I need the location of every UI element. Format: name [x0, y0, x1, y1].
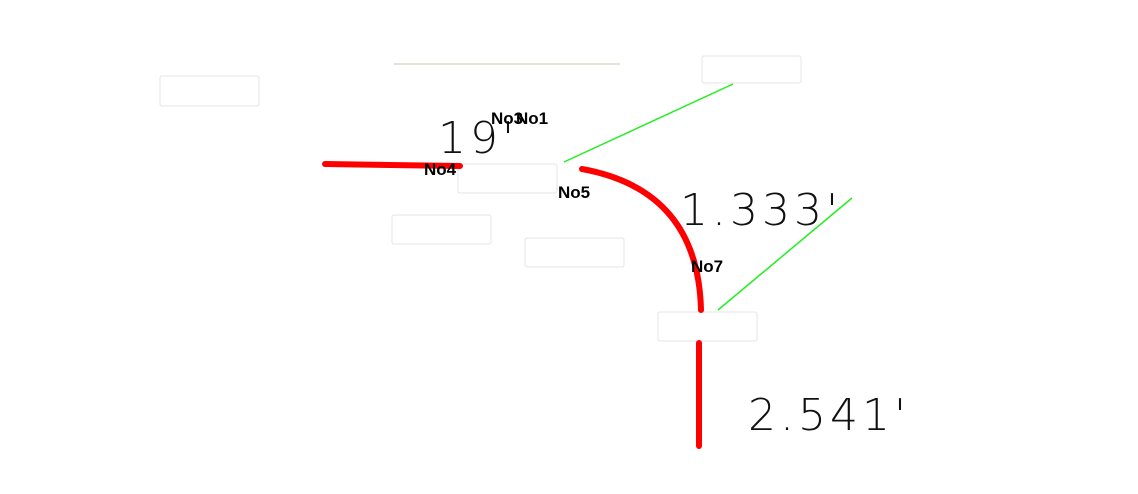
- blank-label-box: [657, 311, 758, 342]
- leader-line: [563, 83, 734, 163]
- blank-label-box: [701, 55, 802, 84]
- node-label-no7: No7: [691, 257, 723, 276]
- leader-line: [717, 197, 853, 311]
- dimension-label-2541: 2.541': [748, 390, 910, 441]
- node-label-no5: No5: [558, 183, 590, 202]
- node-label-no1: No1: [516, 109, 548, 128]
- blank-label-box: [457, 163, 558, 194]
- dimension-label-1333: 1.333': [680, 185, 842, 236]
- dimension-label-19: 19': [438, 113, 518, 164]
- pipe-segment-elbow: [579, 166, 704, 313]
- blank-label-box: [159, 75, 260, 107]
- blank-label-box: [391, 214, 492, 245]
- pipe-segment-horizontal: [322, 161, 463, 169]
- node-label-no3: No3: [491, 109, 523, 128]
- blank-label-box: [524, 237, 625, 268]
- node-label-no4: No4: [424, 160, 457, 179]
